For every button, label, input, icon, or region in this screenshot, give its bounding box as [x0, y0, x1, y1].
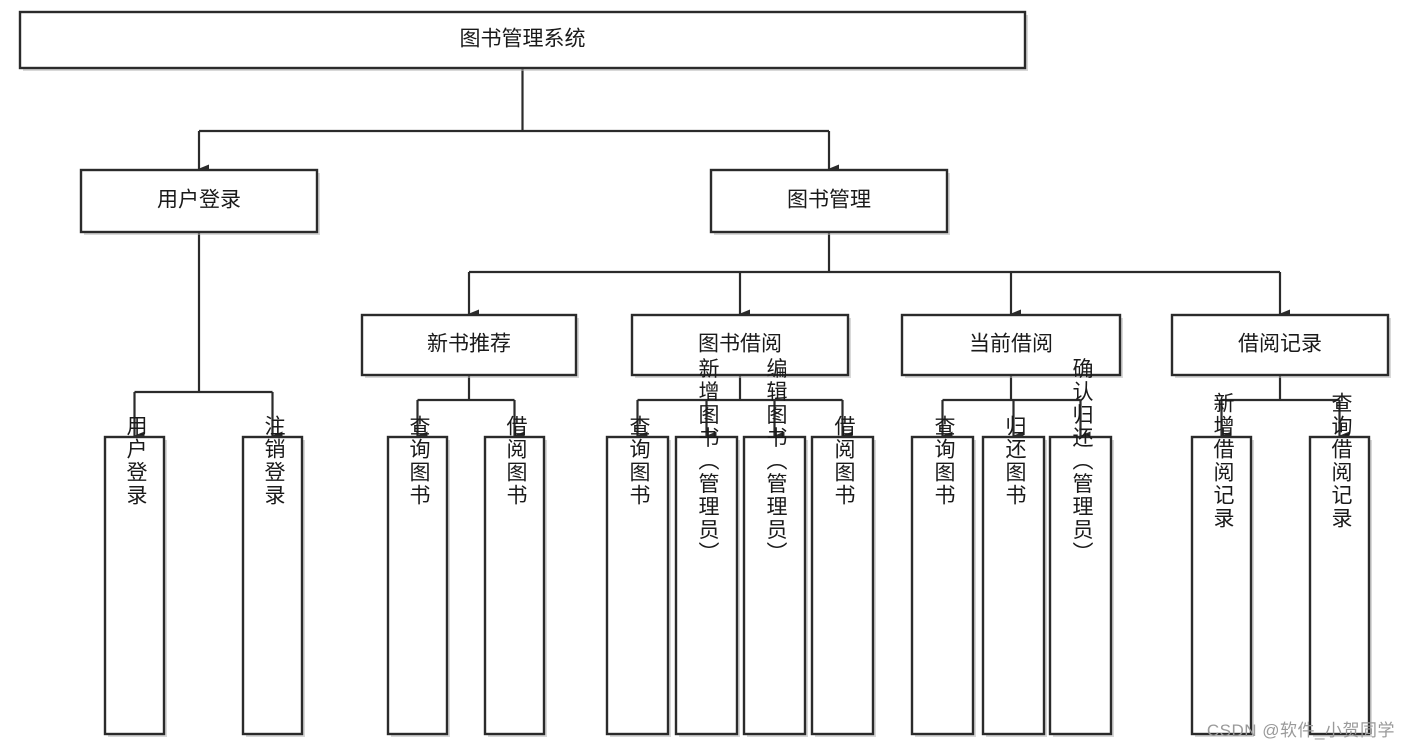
- node-boxes: 图书管理系统用户登录图书管理新书推荐图书借阅当前借阅借阅记录用户登录注销登录查询…: [18, 10, 1391, 738]
- node-label: 用户登录: [124, 415, 148, 507]
- node-用户登录[interactable]: 用户登录: [79, 168, 320, 235]
- node-label: 查询图书: [932, 415, 956, 507]
- node-借阅记录[interactable]: 借阅记录: [1170, 313, 1391, 378]
- connector-edges: [133, 68, 1350, 441]
- node-用户登录-0[interactable]: 用户登录: [103, 415, 167, 737]
- node-label: 用户登录: [157, 189, 241, 212]
- node-label: 图书借阅: [698, 333, 782, 356]
- node-图书管理系统-root[interactable]: 图书管理系统: [18, 10, 1028, 71]
- node-label: 新增图书（管理员）: [696, 358, 720, 565]
- node-label: 归还图书: [1003, 415, 1027, 507]
- node-label: 查询图书: [407, 415, 431, 507]
- node-label: 新书推荐: [427, 333, 511, 356]
- node-label: 查询图书: [627, 415, 651, 507]
- node-新增图书管理员-5[interactable]: 新增图书（管理员）: [674, 358, 740, 738]
- node-借阅图书-7[interactable]: 借阅图书: [810, 415, 876, 737]
- node-label: 图书管理: [787, 189, 871, 212]
- node-确认归还管理员-10[interactable]: 确认归还（管理员）: [1048, 358, 1114, 738]
- node-注销登录-1[interactable]: 注销登录: [241, 415, 305, 737]
- node-查询图书-2[interactable]: 查询图书: [386, 415, 450, 737]
- node-图书借阅[interactable]: 图书借阅: [630, 313, 851, 378]
- node-label: 图书管理系统: [460, 28, 586, 51]
- node-查询图书-4[interactable]: 查询图书: [605, 415, 671, 737]
- node-归还图书-9[interactable]: 归还图书: [981, 415, 1047, 737]
- csdn-watermark: CSDN @软件_小贺同学: [1206, 721, 1395, 740]
- node-label: 注销登录: [262, 415, 286, 507]
- node-图书管理[interactable]: 图书管理: [709, 168, 950, 235]
- node-编辑图书管理员-6[interactable]: 编辑图书（管理员）: [742, 358, 808, 738]
- node-label: 确认归还（管理员）: [1070, 358, 1094, 565]
- node-查询借阅记录-12[interactable]: 查询借阅记录: [1308, 392, 1372, 737]
- node-label: 新增借阅记录: [1211, 392, 1235, 530]
- node-label: 借阅图书: [504, 415, 528, 507]
- node-借阅图书-3[interactable]: 借阅图书: [483, 415, 547, 737]
- node-当前借阅[interactable]: 当前借阅: [900, 313, 1123, 378]
- node-label: 查询借阅记录: [1329, 392, 1353, 530]
- node-新增借阅记录-11[interactable]: 新增借阅记录: [1190, 392, 1254, 737]
- node-label: 借阅记录: [1238, 333, 1322, 356]
- node-label: 借阅图书: [832, 415, 856, 507]
- node-label: 编辑图书（管理员）: [764, 358, 788, 565]
- node-查询图书-8[interactable]: 查询图书: [910, 415, 976, 737]
- node-label: 当前借阅: [969, 333, 1053, 356]
- node-新书推荐[interactable]: 新书推荐: [360, 313, 579, 378]
